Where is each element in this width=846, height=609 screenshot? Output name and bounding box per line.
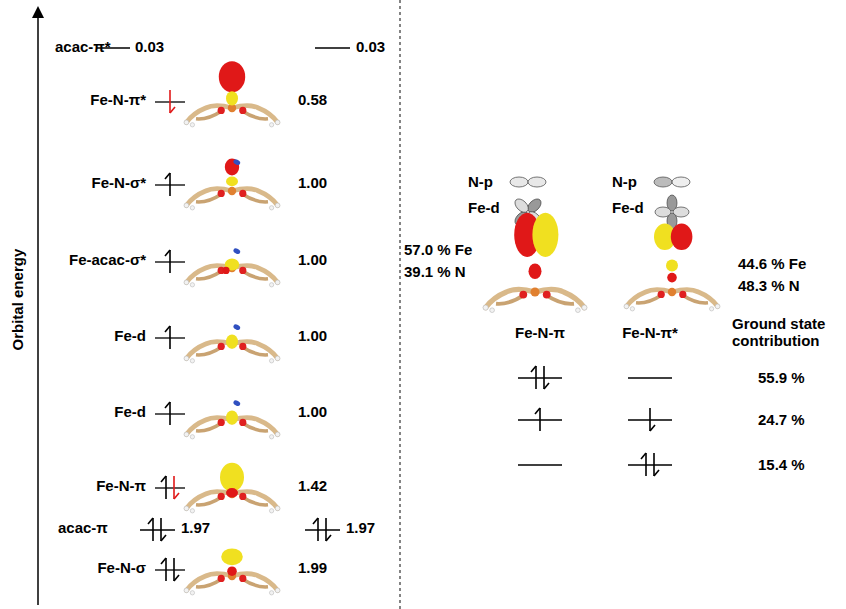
energy-level bbox=[140, 529, 175, 530]
electron-arrow bbox=[326, 518, 331, 541]
orbital-isosurface bbox=[184, 548, 280, 595]
energy-axis bbox=[37, 12, 39, 605]
p-orbital-icon bbox=[654, 177, 690, 187]
orbital-label: Fe-N-σ bbox=[97, 559, 146, 576]
electron-arrow bbox=[165, 326, 170, 349]
electron-arrow bbox=[161, 558, 166, 581]
orbital-label: acac-π* bbox=[55, 38, 111, 55]
basis-label: N-p bbox=[612, 173, 637, 190]
orbital-label: Fe-N-π bbox=[96, 477, 146, 494]
p-orbital-icon bbox=[510, 177, 546, 187]
orbital-label: Fe-N-π* bbox=[622, 324, 678, 341]
electron-arrow bbox=[650, 408, 655, 431]
composition-label: 48.3 % N bbox=[738, 277, 800, 294]
energy-level bbox=[305, 529, 340, 530]
basis-label: N-p bbox=[468, 173, 493, 190]
orbital-isosurface bbox=[184, 323, 280, 363]
axis-label: Orbital energy bbox=[9, 249, 26, 351]
electron-arrow bbox=[654, 453, 659, 476]
energy-level bbox=[518, 464, 562, 465]
electron-arrow bbox=[531, 366, 536, 389]
electron-arrow bbox=[313, 518, 318, 541]
orbital-isosurface bbox=[184, 158, 280, 210]
energy-level bbox=[155, 569, 185, 570]
electron-arrow bbox=[165, 402, 170, 425]
energy-level bbox=[315, 47, 350, 48]
orbital-label: Fe-N-π bbox=[515, 324, 565, 341]
orbital-isosurface bbox=[483, 213, 587, 313]
electron-arrow bbox=[161, 518, 166, 541]
orbital-isosurface bbox=[184, 463, 280, 513]
electron-arrow bbox=[148, 518, 153, 541]
electron-arrow bbox=[544, 366, 549, 389]
electron-arrow bbox=[170, 90, 175, 113]
occupation-number: 1.97 bbox=[181, 519, 210, 536]
occupation-number: 1.97 bbox=[346, 519, 375, 536]
occupation-number: 0.58 bbox=[298, 91, 327, 108]
electron-arrow bbox=[641, 453, 646, 476]
column-header: Ground state contribution bbox=[732, 315, 840, 350]
occupation-number: 1.99 bbox=[298, 559, 327, 576]
contribution-value: 15.4 % bbox=[758, 456, 805, 473]
divider bbox=[399, 0, 400, 609]
composition-label: 44.6 % Fe bbox=[738, 255, 806, 272]
orbital-label: acac-π bbox=[58, 519, 108, 536]
energy-level bbox=[628, 464, 672, 465]
contribution-value: 55.9 % bbox=[758, 369, 805, 386]
energy-level bbox=[628, 377, 672, 378]
electron-arrow bbox=[165, 173, 170, 196]
occupation-number: 0.03 bbox=[135, 38, 164, 55]
electron-arrow bbox=[535, 408, 540, 431]
basis-label: Fe-d bbox=[468, 199, 500, 216]
electron-arrow bbox=[165, 250, 170, 273]
occupation-number: 1.00 bbox=[298, 251, 327, 268]
electron-arrow bbox=[174, 476, 179, 499]
orbital-isosurface bbox=[184, 61, 280, 127]
orbital-isosurface bbox=[624, 224, 720, 311]
occupation-number: 1.00 bbox=[298, 403, 327, 420]
orbital-label: Fe-d bbox=[114, 327, 146, 344]
occupation-number: 1.00 bbox=[298, 174, 327, 191]
orbital-label: Fe-acac-σ* bbox=[69, 251, 146, 268]
orbital-isosurface bbox=[184, 399, 280, 439]
contribution-value: 24.7 % bbox=[758, 411, 805, 428]
electron-arrow bbox=[174, 558, 179, 581]
orbital-label: Fe-N-π* bbox=[90, 91, 146, 108]
orbital-label: Fe-d bbox=[114, 403, 146, 420]
orbital-isosurface bbox=[184, 247, 280, 287]
energy-level bbox=[155, 487, 185, 488]
energy-level bbox=[518, 377, 562, 378]
occupation-number: 1.00 bbox=[298, 327, 327, 344]
orbital-label: Fe-N-σ* bbox=[92, 174, 146, 191]
composition-label: 57.0 % Fe bbox=[404, 241, 472, 258]
occupation-number: 1.42 bbox=[298, 477, 327, 494]
electron-arrow bbox=[161, 476, 166, 499]
occupation-number: 0.03 bbox=[356, 38, 385, 55]
composition-label: 39.1 % N bbox=[404, 263, 466, 280]
basis-label: Fe-d bbox=[612, 199, 644, 216]
d-orbital-icon bbox=[655, 195, 689, 229]
